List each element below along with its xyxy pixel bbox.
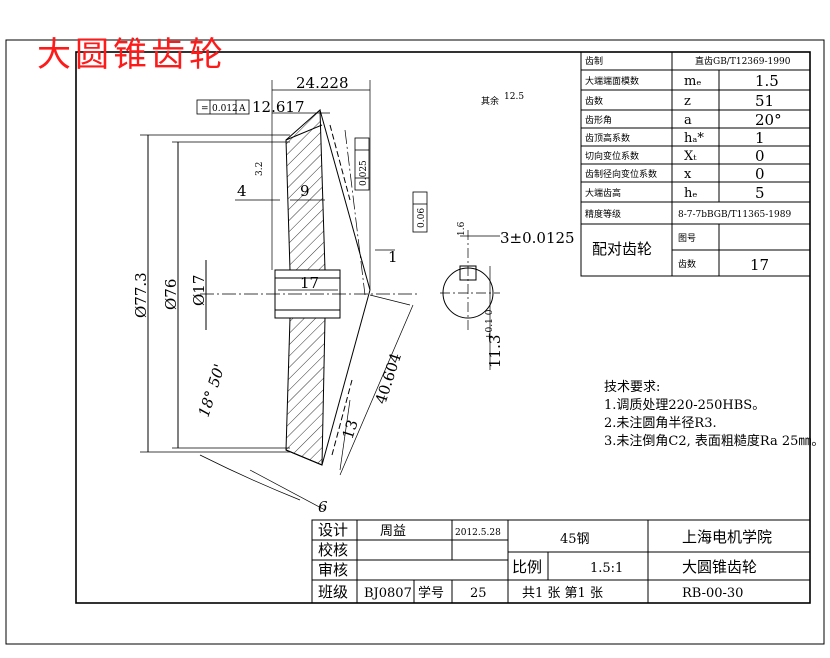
tech-notes: 技术要求: 1.调质处理220-250HBS。 2.未注圆角半径R3. 3.未注…	[604, 380, 824, 449]
param-value: 1.5	[755, 72, 779, 90]
runout2-value: 0.06	[417, 208, 427, 228]
dim-dia-17: Ø17	[190, 275, 208, 306]
dim-24: 24.228	[296, 74, 349, 92]
tb-ratio-label: 比例	[512, 558, 542, 576]
tb-check-label: 校核	[318, 541, 348, 559]
tb-class-label: 班级	[318, 583, 348, 601]
param-symbol: hₐ*	[684, 131, 704, 146]
param-value: 1	[755, 129, 765, 147]
gear-section	[140, 80, 500, 511]
title-block: 设计 周益 2012.5.28 校核 审核 班级 BJ0807 学号 25 45…	[318, 521, 772, 601]
dim-12: 12.617	[252, 98, 305, 116]
param-label: 精度等级	[585, 208, 621, 220]
tb-material: 45钢	[560, 532, 590, 547]
dim-key-tol: +0.1 0	[485, 309, 495, 340]
param-value: 0	[755, 165, 765, 183]
tb-date: 2012.5.28	[455, 528, 501, 538]
param-symbol: hₑ	[684, 186, 697, 201]
note-3: 3.未注倒角C2, 表面粗糙度Ra 25㎜。	[604, 433, 824, 449]
param-table	[580, 51, 811, 277]
dim-hub-9: 9	[300, 182, 310, 200]
dimension-texts: 24.228 12.617 = 0.012 A 4 9 17 Ø17 Ø76 Ø…	[132, 74, 575, 516]
tb-code: RB-00-30	[682, 586, 743, 601]
note-2: 2.未注圆角半径R3.	[604, 416, 717, 431]
dim-key-3: 3±0.0125	[500, 229, 575, 247]
param-symbol: x	[684, 167, 692, 182]
tb-design-label: 设计	[318, 521, 348, 539]
tb-num-label: 学号	[418, 585, 444, 601]
dim-6: 6	[318, 498, 328, 516]
param-symbol: z	[684, 94, 691, 109]
dim-key-113: 11.3	[486, 335, 504, 368]
param-label: 齿制径向变位系数	[585, 168, 657, 180]
param-value: 5	[755, 184, 765, 202]
runout-value: 0.025	[359, 160, 369, 186]
drawing-title: 大圆锥齿轮	[37, 35, 227, 75]
dim-hub-4: 4	[237, 182, 247, 200]
dim-dia-773: Ø77.3	[132, 272, 150, 318]
dim-13: 13	[339, 418, 362, 442]
tb-num-value: 25	[470, 586, 487, 601]
outer-frame	[5, 39, 825, 645]
mating-r1-label: 图号	[678, 233, 696, 244]
rough-key: 1.6	[457, 221, 467, 236]
tb-part: 大圆锥齿轮	[682, 558, 757, 576]
rough-1: 3.2	[255, 162, 265, 176]
param-label: 大端端面模数	[585, 75, 639, 87]
tb-review-label: 审核	[318, 561, 348, 579]
param-value: 20°	[755, 111, 782, 129]
rest-label: 其余	[481, 95, 499, 107]
tb-class-value: BJ0807	[364, 586, 412, 601]
tb-designer: 周益	[380, 524, 406, 539]
dim-dia-76: Ø76	[162, 279, 180, 310]
param-label: 大端齿高	[585, 187, 621, 199]
mating-r2-label: 齿数	[678, 258, 696, 270]
param-label: 齿形角	[585, 114, 612, 126]
rest-rough: 12.5	[504, 92, 524, 102]
mating-r2-value: 17	[750, 256, 769, 274]
tol-flat-symbol: =	[201, 104, 209, 114]
note-1: 1.调质处理220-250HBS。	[604, 398, 765, 413]
dim-angle: 18° 50'	[195, 362, 229, 419]
tb-ratio-value: 1.5:1	[590, 561, 623, 576]
param-label: 切向变位系数	[585, 150, 639, 162]
tol-datum: A	[238, 104, 246, 114]
tb-school: 上海电机学院	[682, 528, 772, 546]
title-block-grid	[311, 519, 811, 604]
param-symbol: mₑ	[684, 74, 701, 89]
param-symbol: a	[684, 113, 692, 128]
param-value: 0	[755, 147, 765, 165]
tb-sheets: 共1 张 第1 张	[522, 586, 603, 601]
dim-bore-17: 17	[300, 274, 319, 292]
mating-title: 配对齿轮	[592, 240, 652, 258]
param-value: 直齿GB/T12369-1990	[695, 55, 791, 67]
dim-40: 40.604	[372, 351, 405, 406]
dim-angle-1: 1	[388, 248, 398, 266]
param-value: 8-7-7bBGB/T11365-1989	[678, 210, 791, 220]
param-label: 齿数	[585, 95, 603, 107]
param-label: 齿顶高系数	[585, 132, 630, 144]
notes-title: 技术要求:	[604, 380, 660, 395]
param-label: 齿制	[585, 55, 603, 67]
tol-value: 0.012	[212, 104, 238, 114]
param-value: 51	[755, 92, 774, 110]
param-symbol: Xₜ	[684, 149, 697, 164]
